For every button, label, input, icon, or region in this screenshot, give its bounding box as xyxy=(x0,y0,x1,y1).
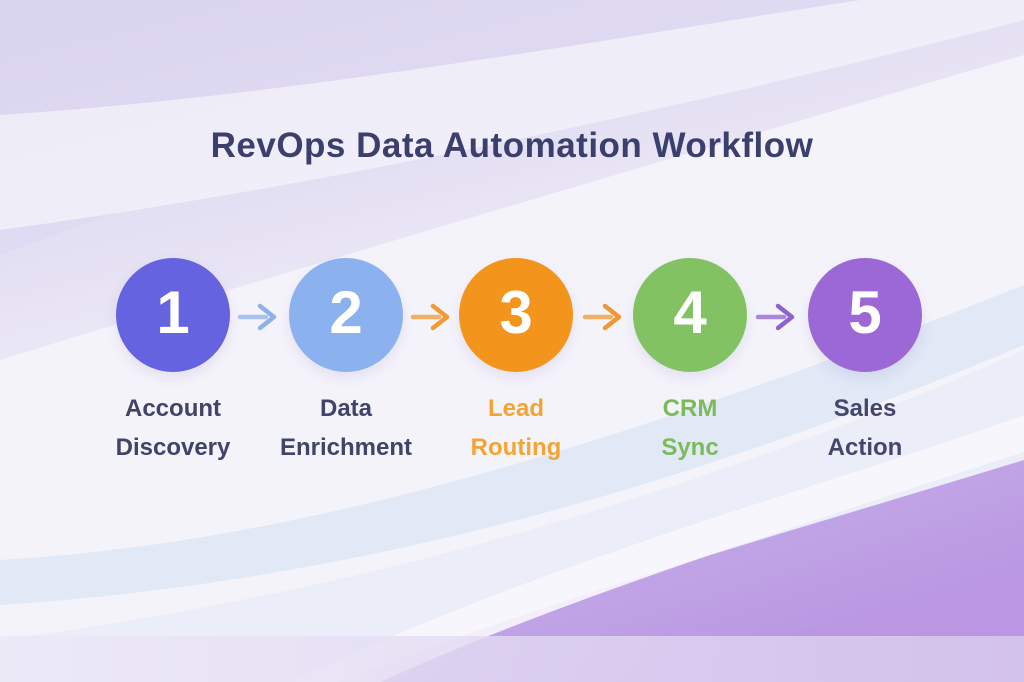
workflow-step-account-discovery: 1 Account Discovery xyxy=(88,258,258,467)
workflow-step-sales-action: 5 Sales Action xyxy=(780,258,950,467)
step-label: Sales Action xyxy=(780,389,950,467)
step-circle: 1 xyxy=(116,258,230,372)
step-label-line2: Discovery xyxy=(115,434,231,461)
step-label-line1: Lead xyxy=(487,395,544,422)
workflow-step-lead-routing: 3 Lead Routing xyxy=(431,258,601,467)
step-circle: 3 xyxy=(459,258,573,372)
arrow-right-icon xyxy=(410,303,450,331)
step-number: 1 xyxy=(156,279,190,346)
workflow-step-data-enrichment: 2 Data Enrichment xyxy=(261,258,431,467)
step-label-line1: Data xyxy=(319,395,373,422)
arrow-right-icon xyxy=(237,303,277,331)
step-label-line1: CRM xyxy=(662,395,718,422)
arrow-right-icon xyxy=(582,303,622,331)
workflow-step-crm-sync: 4 CRM Sync xyxy=(605,258,775,467)
step-number: 4 xyxy=(673,279,707,346)
step-circle: 4 xyxy=(633,258,747,372)
arrow-right-icon xyxy=(755,303,795,331)
step-circle: 2 xyxy=(289,258,403,372)
step-label: Data Enrichment xyxy=(261,389,431,467)
step-label-line2: Sync xyxy=(661,434,719,461)
step-label-line1: Account xyxy=(125,395,221,422)
step-label-line1: Sales xyxy=(833,395,897,422)
page-title: RevOps Data Automation Workflow xyxy=(210,126,814,165)
step-number: 5 xyxy=(848,279,882,346)
step-number: 3 xyxy=(499,279,533,346)
step-circle: 5 xyxy=(808,258,922,372)
step-label-line2: Enrichment xyxy=(279,434,413,461)
step-label: Account Discovery xyxy=(88,389,258,467)
step-label: Lead Routing xyxy=(431,389,601,467)
step-label-line2: Routing xyxy=(470,434,562,461)
step-label-line2: Action xyxy=(827,434,903,461)
step-label: CRM Sync xyxy=(605,389,775,467)
step-number: 2 xyxy=(329,279,363,346)
